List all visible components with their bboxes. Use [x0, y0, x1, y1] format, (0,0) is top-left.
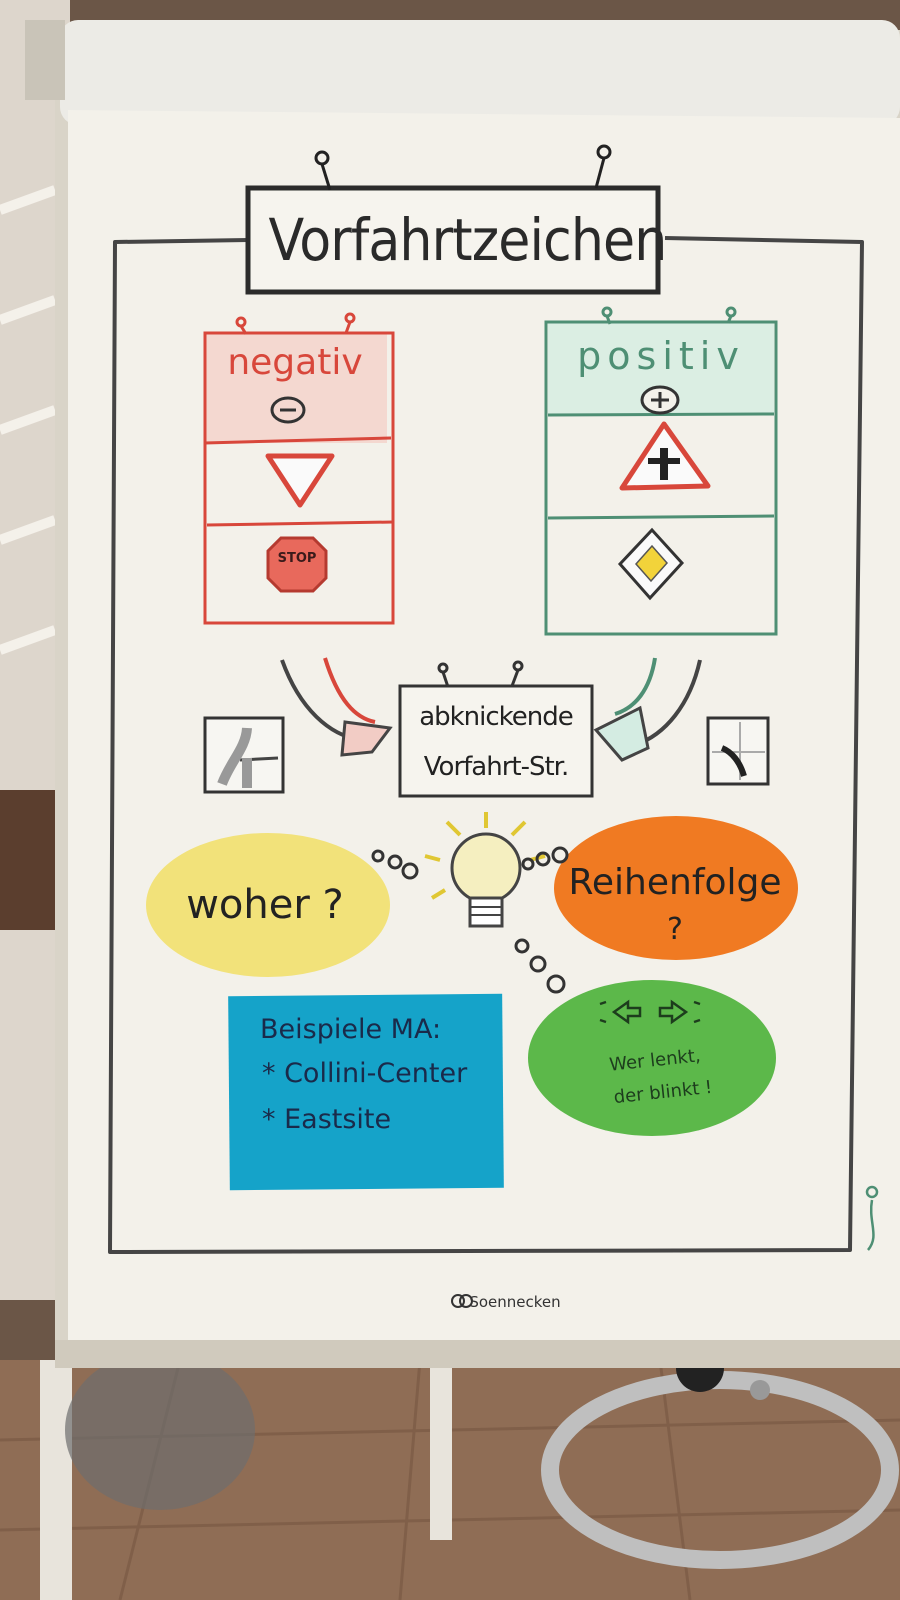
soennecken-logo-icon	[451, 1294, 473, 1308]
center-box-line2: Vorfahrt-Str.	[423, 752, 569, 782]
positive-heading: positiv	[577, 334, 745, 378]
negative-header-fill	[205, 333, 387, 443]
curved-arrow-icon	[593, 657, 702, 762]
yield-sign-icon	[265, 453, 335, 508]
title-box	[245, 185, 661, 295]
left-shelf	[0, 790, 60, 930]
lightbulb-icon	[424, 812, 546, 928]
pin-icon	[314, 144, 612, 191]
plus-circle-icon	[640, 385, 680, 415]
thought-bubbles-icon	[371, 846, 569, 994]
center-box-line1: abknickende	[419, 702, 574, 732]
priority-crossroads-sign-icon	[619, 421, 711, 491]
blue-note-item: * Eastsite	[262, 1104, 392, 1135]
positive-column-box	[544, 320, 778, 636]
orange-oval	[554, 816, 798, 960]
yellow-oval-text: woher ?	[186, 882, 344, 928]
blue-note-item: * Collini-Center	[262, 1058, 468, 1089]
center-box	[398, 684, 594, 798]
page-title: Vorfahrtzeichen	[268, 206, 668, 274]
minus-circle-icon	[270, 396, 306, 424]
priority-road-sign-icon	[617, 527, 685, 601]
yellow-oval	[146, 833, 390, 977]
content-frame	[108, 236, 864, 1254]
pin-icon	[235, 312, 356, 335]
turn-signal-icon	[599, 999, 701, 1025]
easel-tray	[55, 1340, 900, 1368]
orange-oval-line2: ?	[667, 912, 683, 947]
green-oval	[528, 980, 776, 1136]
pin-icon	[437, 660, 524, 688]
orange-oval-line1: Reihenfolge	[568, 862, 782, 903]
stop-sign-icon	[266, 536, 328, 593]
paper-roll	[60, 20, 900, 125]
stair-steps	[0, 185, 57, 655]
blue-note-title: Beispiele MA:	[260, 1014, 442, 1045]
stop-sign-label: STOP	[277, 551, 317, 566]
pin-icon	[601, 306, 737, 325]
footer-brand: Soennecken	[469, 1293, 561, 1311]
junction-left-icon	[203, 716, 285, 794]
blue-note	[228, 993, 504, 1191]
negative-heading: negativ	[227, 342, 363, 383]
corner-doodle-icon	[865, 1185, 879, 1251]
junction-right-icon	[706, 716, 770, 786]
trash-bin	[65, 1350, 255, 1510]
curved-arrow-icon	[280, 657, 393, 757]
easel-leg-center	[430, 1360, 452, 1540]
negative-column-box	[203, 331, 395, 625]
easel-leg-left	[40, 1360, 72, 1600]
